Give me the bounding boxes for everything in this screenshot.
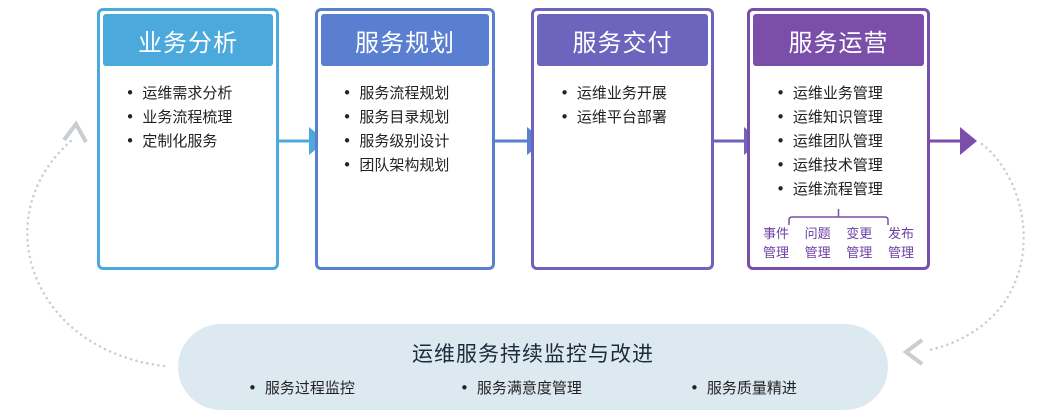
stage-service-planning: 服务规划 •服务流程规划 •服务目录规划 •服务级别设计 •团队架构规划 bbox=[315, 8, 495, 270]
stage-item-list: •运维需求分析 •业务流程梳理 •定制化服务 bbox=[100, 81, 276, 153]
sub-process-release: 发布 管理 bbox=[887, 227, 914, 261]
sub-process-problem: 问题 管理 bbox=[804, 227, 831, 261]
list-item: •服务质量精进 bbox=[690, 379, 797, 397]
continuous-improvement-panel: 运维服务持续监控与改进 •服务过程监控 •服务满意度管理 •服务质量精进 bbox=[178, 324, 888, 410]
loop-dots-right bbox=[928, 142, 1025, 352]
list-item: •运维流程管理 bbox=[750, 177, 927, 201]
stage-item-list: •运维业务开展 •运维平台部署 bbox=[534, 81, 711, 129]
list-item: •业务流程梳理 bbox=[100, 105, 276, 129]
list-item: •运维技术管理 bbox=[750, 153, 927, 177]
list-item: •运维平台部署 bbox=[534, 105, 711, 129]
bullet: • bbox=[125, 108, 135, 126]
bullet: • bbox=[560, 108, 569, 126]
loop-arrowhead-left bbox=[62, 120, 88, 143]
bullet: • bbox=[776, 108, 785, 126]
stage-header: 服务交付 bbox=[537, 14, 708, 66]
list-item: •运维业务开展 bbox=[534, 81, 711, 105]
stage-title: 服务运营 bbox=[788, 28, 889, 57]
list-item: •运维业务管理 bbox=[750, 81, 927, 105]
flow-arrow-4-out-head bbox=[960, 127, 977, 155]
list-item: •服务目录规划 bbox=[318, 105, 492, 129]
sub-process-incident: 事件 管理 bbox=[762, 227, 789, 261]
bullet: • bbox=[342, 108, 352, 126]
bullet: • bbox=[125, 132, 135, 150]
bullet: • bbox=[342, 132, 352, 150]
bullet: • bbox=[560, 84, 569, 102]
stage-header: 服务运营 bbox=[753, 14, 924, 66]
stage-business-analysis: 业务分析 •运维需求分析 •业务流程梳理 •定制化服务 bbox=[97, 8, 279, 270]
sub-process-bracket bbox=[788, 209, 889, 225]
stage-item-list: •服务流程规划 •服务目录规划 •服务级别设计 •团队架构规划 bbox=[318, 81, 492, 177]
bullet: • bbox=[342, 156, 352, 174]
stage-header: 服务规划 bbox=[321, 14, 489, 66]
list-item: •运维需求分析 bbox=[100, 81, 276, 105]
continuous-improvement-items: •服务过程监控 •服务满意度管理 •服务质量精进 bbox=[178, 376, 888, 400]
list-item: •服务流程规划 bbox=[318, 81, 492, 105]
bullet: • bbox=[460, 379, 469, 397]
list-item: •运维知识管理 bbox=[750, 105, 927, 129]
bullet: • bbox=[248, 379, 257, 397]
stage-title: 服务交付 bbox=[572, 28, 673, 57]
bullet: • bbox=[690, 379, 699, 397]
list-item: •服务级别设计 bbox=[318, 129, 492, 153]
list-item: •运维团队管理 bbox=[750, 129, 927, 153]
continuous-improvement-title: 运维服务持续监控与改进 bbox=[412, 342, 654, 366]
bullet: • bbox=[776, 84, 785, 102]
bullet: • bbox=[776, 132, 785, 150]
loop-arrowhead-right bbox=[902, 338, 924, 366]
list-item: •服务过程监控 bbox=[248, 379, 355, 397]
stage-title: 业务分析 bbox=[138, 28, 238, 57]
stage-title: 服务规划 bbox=[355, 28, 455, 57]
bullet: • bbox=[776, 180, 785, 198]
bullet: • bbox=[342, 84, 352, 102]
list-item: •定制化服务 bbox=[100, 129, 276, 153]
loop-dots-left bbox=[26, 138, 166, 368]
sub-process-change: 变更 管理 bbox=[846, 227, 873, 261]
list-item: •团队架构规划 bbox=[318, 153, 492, 177]
list-item: •服务满意度管理 bbox=[460, 379, 582, 397]
stage-service-delivery: 服务交付 •运维业务开展 •运维平台部署 bbox=[531, 8, 714, 270]
bullet: • bbox=[776, 156, 785, 174]
sub-process-list: 事件 管理 问题 管理 变更 管理 发布 管理 bbox=[756, 225, 921, 263]
stage-service-operations: 服务运营 •运维业务管理 •运维知识管理 •运维团队管理 •运维技术管理 •运维… bbox=[747, 8, 930, 270]
stage-item-list: •运维业务管理 •运维知识管理 •运维团队管理 •运维技术管理 •运维流程管理 bbox=[750, 81, 927, 201]
stage-header: 业务分析 bbox=[103, 14, 273, 66]
bullet: • bbox=[125, 84, 135, 102]
